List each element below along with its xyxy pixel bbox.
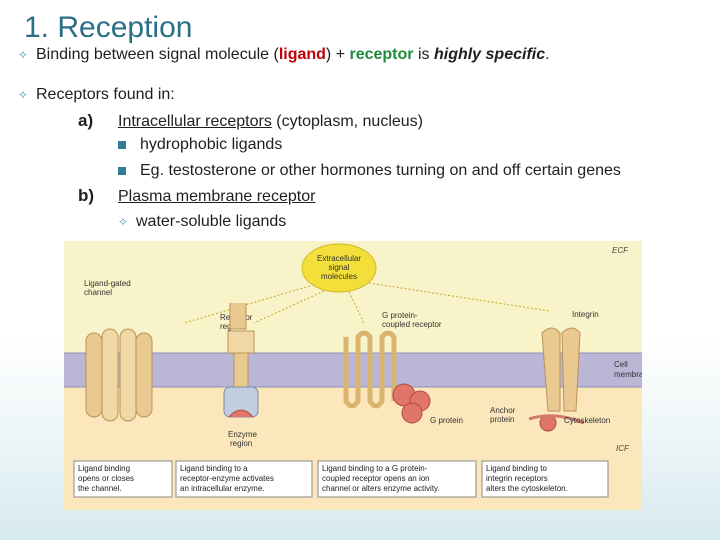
svg-text:Ligand binding to a G protein-: Ligand binding to a G protein- [322,464,428,473]
enzyme-region-label-2: region [230,439,252,448]
plasma-membrane-receptor-title: Plasma membrane receptor [118,188,316,205]
square-bullet-icon [118,166,126,175]
slide-title: 1. Reception [24,11,193,44]
integrin-label: Integrin [572,310,599,319]
cell-membrane-label-1: Cell [614,360,628,369]
bullet-icon: ✧ [118,215,129,229]
item-a-label: a) [78,111,94,130]
receptor-word: receptor [349,46,414,63]
cell-membrane-label-2: membrane [614,370,642,379]
svg-text:alters the cytoskeleton.: alters the cytoskeleton. [486,484,568,493]
signal-label-3: molecules [321,272,357,281]
bullet-specificity: ✧Binding between signal molecule (ligand… [18,46,550,63]
signal-molecules-icon [301,243,377,293]
enzyme-region-label-1: Enzyme [228,430,257,439]
gpcr-icon [343,330,397,409]
ligand-gated-channel-icon [85,328,153,422]
bullet-icon: ✧ [18,48,29,62]
svg-text:integrin receptors: integrin receptors [486,474,548,483]
signal-label-2: signal [329,263,350,272]
svg-text:channel or alters enzyme activ: channel or alters enzyme activity. [322,484,440,493]
signal-label-1: Extracellular [317,254,361,263]
anchor-protein-label-1: Anchor [490,406,516,415]
item-a-sub1: hydrophobic ligands [118,135,282,155]
bullet-receptors-found: ✧Receptors found in: [18,86,175,103]
item-b-sub1: ✧water-soluble ligands [118,213,287,230]
square-bullet-icon [118,140,126,149]
g-protein-label: G protein [430,416,463,425]
svg-text:an intracellular enzyme.: an intracellular enzyme. [180,484,264,493]
cytoskeleton-label: Cytoskeleton [564,416,610,425]
intracellular-receptors-title: Intracellular receptors [118,113,272,130]
svg-text:Ligand binding to a: Ligand binding to a [180,464,248,473]
ligand-gated-label-2: channel [84,288,112,297]
svg-text:Ligand binding: Ligand binding [78,464,130,473]
caption-gpcr: Ligand binding to a G protein- coupled r… [317,460,477,498]
svg-text:Ligand binding to: Ligand binding to [486,464,547,473]
gpcr-label-1: G protein- [382,311,418,320]
item-a-sub2: Eg. testosterone or other hormones turni… [118,161,621,181]
icf-label: ICF [616,444,630,453]
gpcr-label-2: coupled receptor [382,320,442,329]
item-b-label: b) [78,186,95,205]
item-b: b) Plasma membrane receptor [78,186,315,207]
caption-integrin: Ligand binding to integrin receptors alt… [481,460,609,498]
integrin-icon [528,327,585,432]
ligand-gated-label-1: Ligand-gated [84,279,131,288]
svg-text:coupled receptor opens an ion: coupled receptor opens an ion [322,474,430,483]
svg-text:receptor-enzyme activates: receptor-enzyme activates [180,474,274,483]
caption-ligand-gated: Ligand binding opens or closes the chann… [73,460,173,498]
receptor-types-diagram: Extracellular signal molecules ECF ICF L… [64,241,642,510]
bullet-icon: ✧ [18,88,29,102]
ligand-word: ligand [278,46,326,63]
ecf-label: ECF [612,246,629,255]
anchor-protein-label-2: protein [490,415,514,424]
item-a: a)Intracellular receptors (cytoplasm, nu… [78,111,424,130]
svg-text:the channel.: the channel. [78,484,122,493]
highly-specific-text: highly specific [433,46,546,63]
svg-text:opens or closes: opens or closes [78,474,134,483]
caption-receptor-enzyme: Ligand binding to a receptor-enzyme acti… [175,460,313,498]
g-protein-icon [392,383,431,424]
receptor-enzyme-icon [223,303,259,418]
